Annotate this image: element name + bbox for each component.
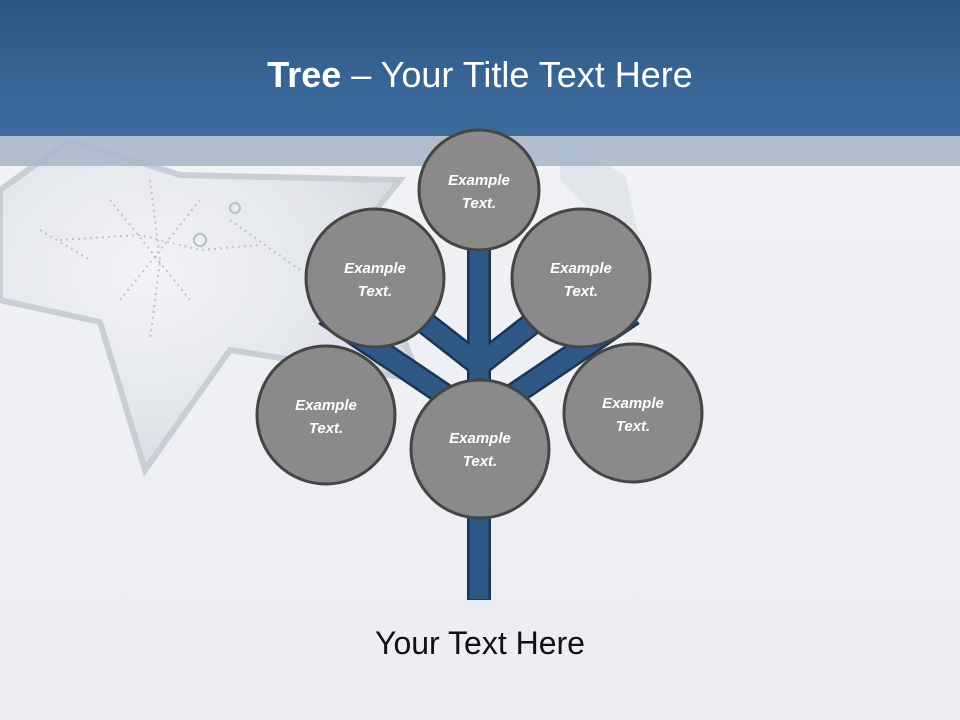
node-label-line2: Text.: [462, 195, 496, 212]
node-label-line2: Text.: [309, 420, 343, 437]
slide-caption: Your Text Here: [375, 625, 585, 661]
node-label-line2: Text.: [463, 453, 497, 470]
node-label-line1: Example: [344, 260, 406, 277]
node-label-line1: Example: [448, 172, 510, 189]
tree-node-upper-left[interactable]: Example Text.: [304, 207, 446, 349]
node-label-line1: Example: [602, 395, 664, 412]
node-label-line2: Text.: [564, 283, 598, 300]
node-label-line1: Example: [550, 260, 612, 277]
tree-node-top[interactable]: Example Text.: [417, 128, 541, 252]
title-bold-part: Tree: [267, 54, 342, 95]
node-label-line1: Example: [295, 397, 357, 414]
tree-node-center[interactable]: Example Text.: [409, 378, 551, 520]
tree-node-lower-left[interactable]: Example Text.: [255, 344, 397, 486]
title-rest-part: – Your Title Text Here: [341, 54, 693, 95]
tree-node-lower-right[interactable]: Example Text.: [562, 342, 704, 484]
tree-node-upper-right[interactable]: Example Text.: [510, 207, 652, 349]
slide-title: Tree – Your Title Text Here: [0, 52, 960, 98]
node-label-line2: Text.: [616, 418, 650, 435]
node-label-line2: Text.: [358, 283, 392, 300]
node-label-line1: Example: [449, 430, 511, 447]
title-header-bar: [0, 0, 960, 136]
